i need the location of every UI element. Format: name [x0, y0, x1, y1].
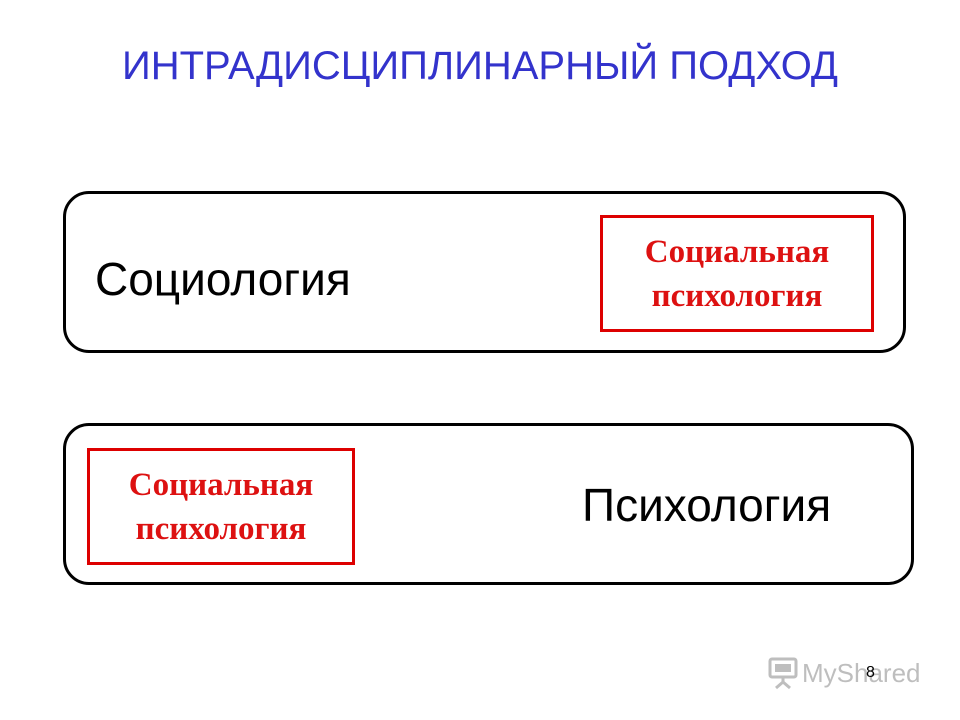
- social-psychology-box-top: Социальная психология: [600, 215, 874, 332]
- social-psychology-box-bottom: Социальная психология: [87, 448, 355, 565]
- subfield-line2: психология: [135, 510, 307, 547]
- subfield-line1: Социальная: [128, 466, 314, 503]
- subfield-line2: психология: [651, 277, 823, 314]
- watermark-text: MyShared: [802, 657, 921, 688]
- page-number: 8: [866, 664, 875, 681]
- subfield-line1: Социальная: [644, 233, 830, 270]
- sociology-label: Социология: [95, 253, 351, 305]
- psychology-label: Психология: [582, 479, 832, 531]
- slide-title: ИНТРАДИСЦИПЛИНАРНЫЙ ПОДХОД: [121, 44, 839, 88]
- myshared-watermark: MyShared: [768, 656, 921, 690]
- presentation-board-icon: [768, 657, 798, 690]
